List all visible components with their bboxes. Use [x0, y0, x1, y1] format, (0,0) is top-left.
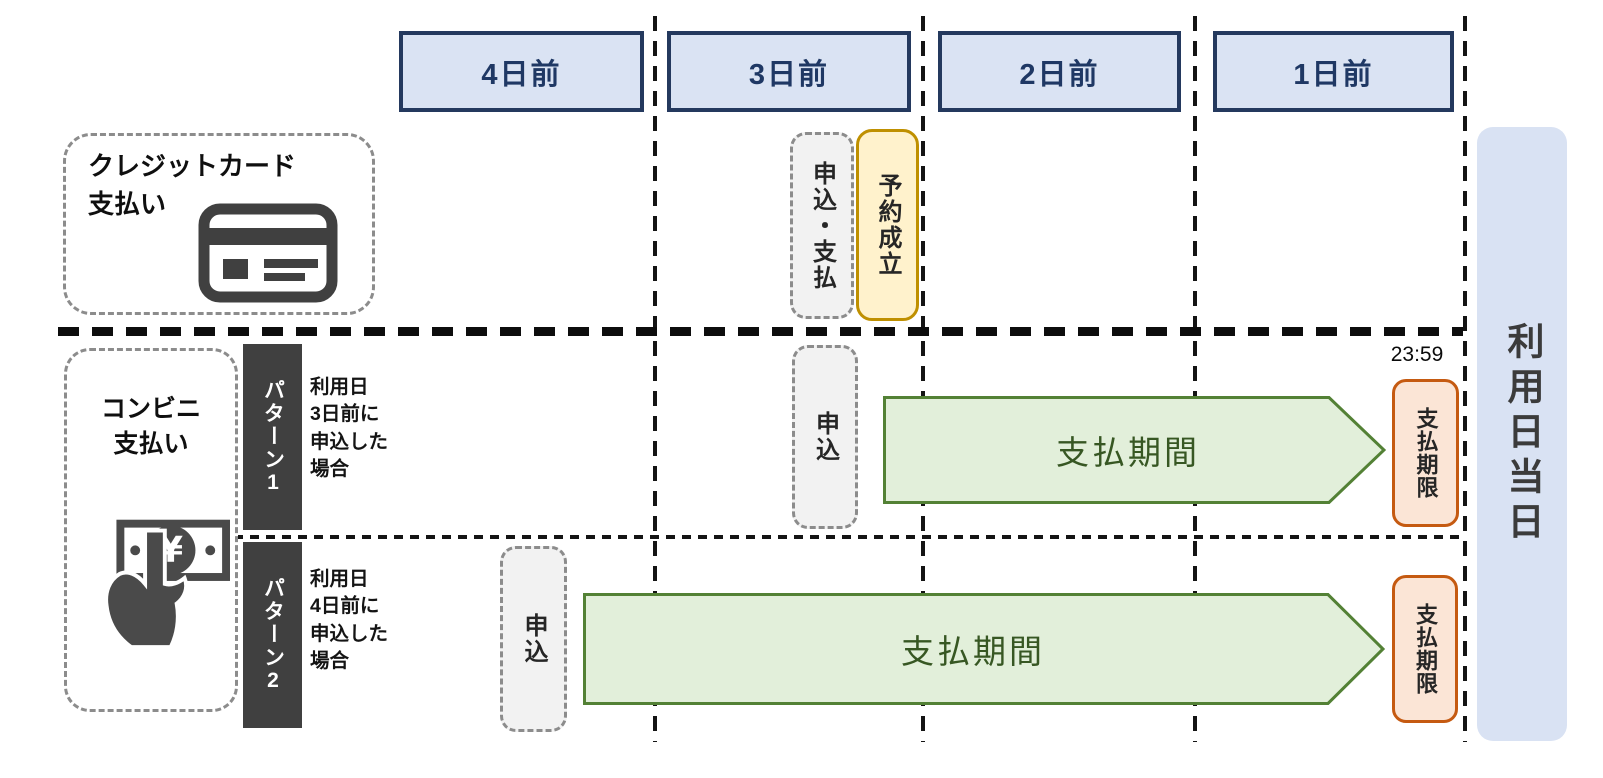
column-divider-line: [653, 16, 657, 742]
pattern-divider-line: [234, 535, 1463, 539]
pattern2-badge: パターン2: [243, 542, 302, 728]
credit-card-method-title: クレジットカード 支払い: [88, 151, 297, 219]
pattern1-apply-box: 申込: [792, 345, 858, 529]
column-divider-line: [1463, 16, 1467, 742]
pattern2-payment-period-label: 支払期間: [901, 633, 1045, 670]
section-divider-line: [58, 327, 1463, 336]
pattern1-apply-label: 申込: [811, 411, 839, 463]
reservation-confirmed-label: 予約成立: [874, 173, 901, 277]
usage-day-column: 利用日当日: [1477, 127, 1567, 741]
pattern1-payment-period-label: 支払期間: [1056, 434, 1200, 471]
column-header-4days-before: 4日前: [399, 31, 644, 112]
column-divider-line: [921, 16, 925, 742]
pattern1-deadline-label: 支払期限: [1413, 407, 1439, 499]
pattern2-apply-label: 申込: [520, 613, 547, 665]
pattern2-badge-label: パターン2: [261, 576, 285, 694]
pattern1-description: 利用日 3日前に 申込した 場合: [310, 376, 389, 480]
column-header-label: 2日前: [1019, 58, 1100, 91]
reservation-confirmed-box: 予約成立: [856, 129, 919, 321]
credit-apply-pay-box: 申込・支払: [790, 132, 854, 319]
pattern2-deadline-box: 支払期限: [1392, 575, 1458, 723]
column-header-label: 3日前: [748, 58, 830, 91]
credit-card-icon: [198, 203, 338, 303]
pattern1-deadline-box: 支払期限: [1392, 379, 1459, 527]
pattern2-apply-box: 申込: [500, 546, 567, 732]
usage-day-label: 利用日当日: [1502, 321, 1543, 547]
column-header-label: 4日前: [481, 58, 562, 91]
pattern1-deadline-time: 23:59: [1390, 343, 1444, 366]
pattern2-description: 利用日 4日前に 申込した 場合: [310, 568, 389, 672]
convenience-method-title: コンビニ 支払い: [100, 395, 201, 458]
column-header-3days-before: 3日前: [667, 31, 911, 112]
pattern2-payment-period-arrow: [583, 593, 1385, 705]
pattern1-badge: パターン1: [243, 344, 302, 530]
column-header-2days-before: 2日前: [938, 31, 1181, 112]
pattern2-deadline-label: 支払期限: [1413, 603, 1438, 695]
column-divider-line: [1193, 16, 1197, 742]
credit-apply-pay-label: 申込・支払: [808, 160, 836, 291]
cash-payment-icon: ¥: [104, 519, 230, 650]
column-header-label: 1日前: [1293, 58, 1374, 91]
column-header-1day-before: 1日前: [1213, 31, 1454, 112]
pattern1-payment-period-arrow: [883, 396, 1386, 504]
pattern1-badge-label: パターン1: [261, 378, 285, 496]
